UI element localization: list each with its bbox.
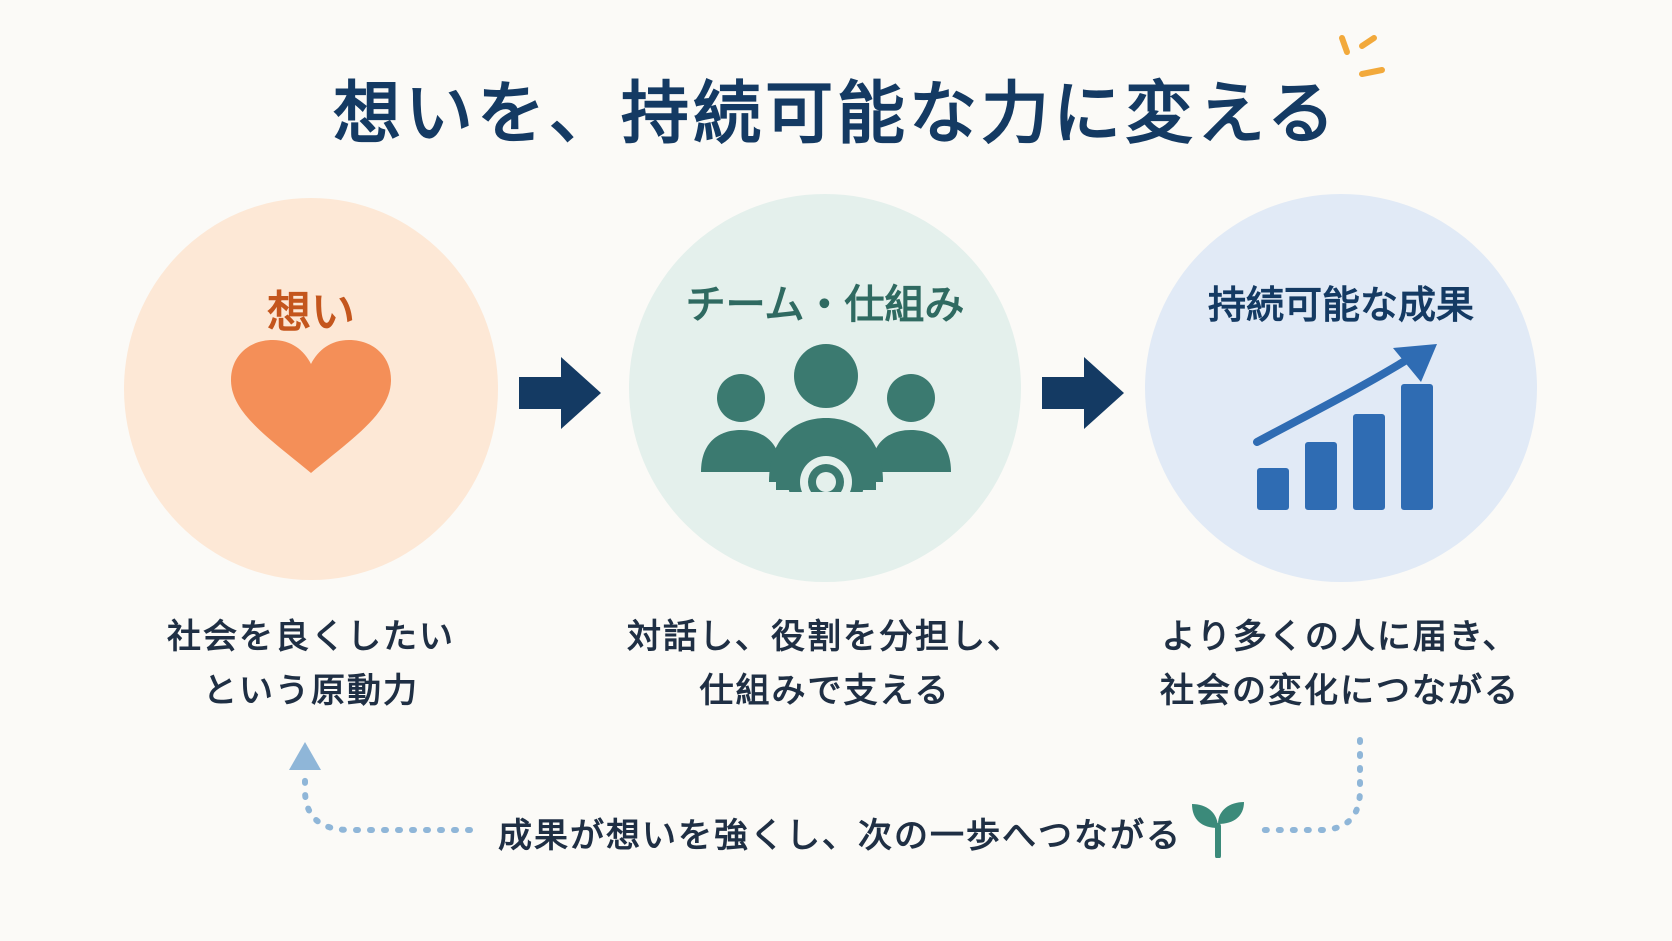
desc-line: より多くの人に届き、 — [1161, 617, 1519, 657]
step-circle-result: 持続可能な成果 — [1145, 194, 1537, 582]
desc-line: という原動力 — [203, 671, 419, 711]
step-title: 持続可能な成果 — [1207, 283, 1474, 327]
desc-line: 社会の変化につながる — [1160, 671, 1520, 711]
step-title: チーム・仕組み — [685, 282, 965, 328]
desc-line: 仕組みで支える — [699, 671, 951, 711]
page-title: 想いを、持続可能な力に変える — [333, 75, 1339, 154]
step-title: 想い — [267, 287, 355, 338]
sprout-icon — [1192, 802, 1244, 858]
sparkle-icon — [1339, 35, 1385, 77]
step-circle-omoi: 想い — [124, 198, 498, 580]
step-description: より多くの人に届き、 社会の変化につながる — [1120, 610, 1560, 718]
step-circle-team: チーム・仕組み — [629, 194, 1021, 582]
step-description: 対話し、役割を分担し、 仕組みで支える — [600, 610, 1050, 718]
arrow-right-icon — [519, 357, 601, 429]
desc-line: 対話し、役割を分担し、 — [627, 617, 1023, 657]
heart-icon — [231, 340, 391, 473]
team-gear-icon — [701, 344, 951, 518]
arrow-right-icon — [1042, 357, 1124, 429]
desc-line: 社会を良くしたい — [167, 617, 455, 657]
feedback-text: 成果が想いを強くし、次の一歩へつながる — [498, 816, 1182, 856]
step-description: 社会を良くしたい という原動力 — [124, 610, 498, 718]
growth-chart-icon — [1253, 344, 1437, 510]
